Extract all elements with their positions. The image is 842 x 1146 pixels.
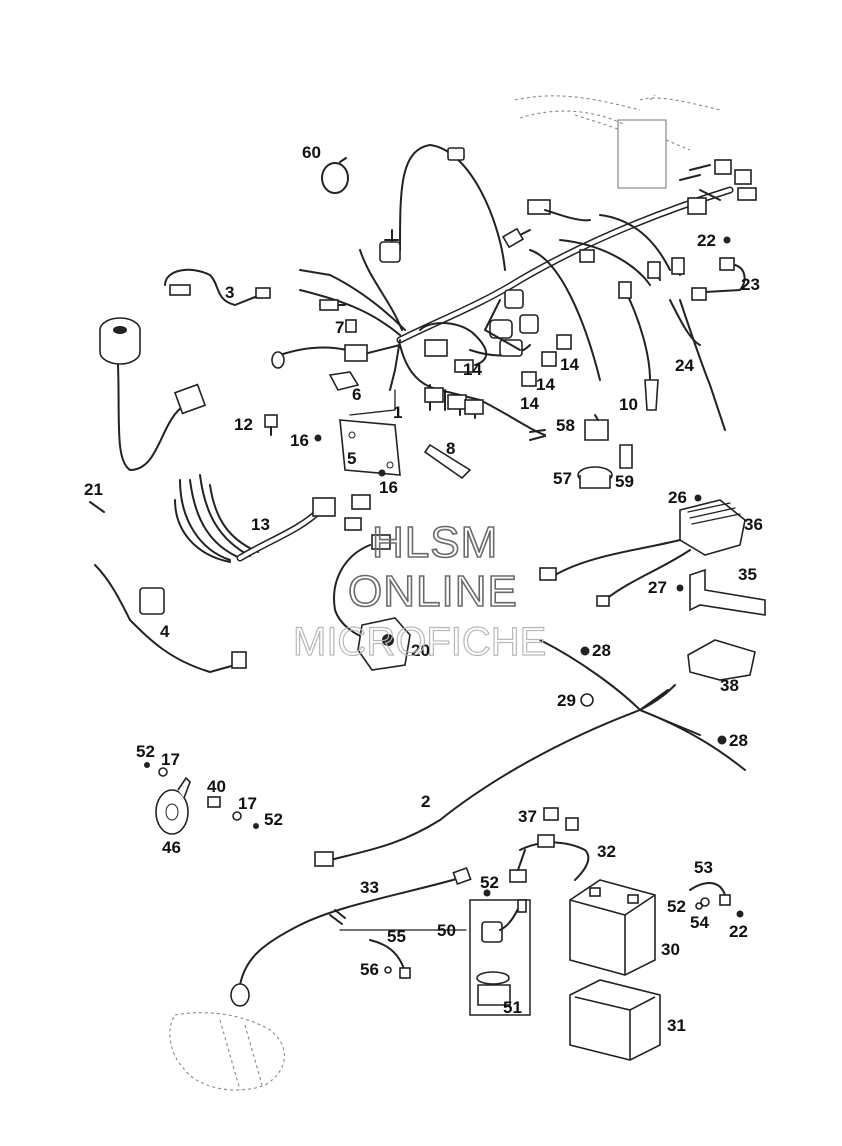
callout-labels: 60 3 7 1 6 12 16 5 8 16 14 14 14 14 22 2… <box>84 143 763 1035</box>
callout-14b: 14 <box>536 375 555 394</box>
callout-52b: 52 <box>264 810 283 829</box>
screw-21 <box>89 501 105 513</box>
callout-17a: 17 <box>161 750 180 769</box>
coil-4 <box>94 564 247 673</box>
leader-lines <box>339 389 467 931</box>
callout-16b: 16 <box>379 478 398 497</box>
callout-2: 2 <box>421 792 430 811</box>
bracket-35 <box>676 568 766 616</box>
battery-cable-33 <box>230 866 491 1007</box>
cable-tie-ring <box>321 157 349 194</box>
callout-14a: 14 <box>560 355 579 374</box>
callout-1: 1 <box>393 403 402 422</box>
callout-52c: 52 <box>480 873 499 892</box>
callout-52a: 52 <box>136 742 155 761</box>
relay-box-50-51 <box>469 899 531 1016</box>
clips-14 <box>521 334 572 387</box>
fuse-lead-32 <box>509 807 590 883</box>
main-wiring-harness <box>271 144 757 441</box>
lead-55 <box>369 939 411 979</box>
battery-box-31 <box>569 979 661 1061</box>
callout-28a: 28 <box>592 641 611 660</box>
harness-2 <box>314 639 746 867</box>
callout-38: 38 <box>720 676 739 695</box>
callout-22b: 22 <box>729 922 748 941</box>
callout-55: 55 <box>387 927 406 946</box>
callout-14d: 14 <box>463 360 482 379</box>
callout-58: 58 <box>556 416 575 435</box>
sensor-3 <box>164 268 271 306</box>
callout-13: 13 <box>251 515 270 534</box>
callout-14c: 14 <box>520 394 539 413</box>
callout-36: 36 <box>744 515 763 534</box>
callout-32: 32 <box>597 842 616 861</box>
callout-31: 31 <box>667 1016 686 1035</box>
callout-51: 51 <box>503 998 522 1017</box>
horn-fasteners <box>144 762 259 829</box>
callout-59: 59 <box>615 472 634 491</box>
callout-6: 6 <box>352 385 361 404</box>
callout-26: 26 <box>668 488 687 507</box>
callout-33: 33 <box>360 878 379 897</box>
watermark-line-1: HLSM <box>372 518 498 567</box>
callout-16a: 16 <box>290 431 309 450</box>
ghost-ecu-unit <box>514 94 721 189</box>
watermark-line-2: ONLINE <box>348 567 518 616</box>
horn-46 <box>155 776 191 835</box>
callout-54: 54 <box>690 913 709 932</box>
callout-56: 56 <box>360 960 379 979</box>
callout-57: 57 <box>553 469 572 488</box>
regulator-36 <box>539 494 746 607</box>
callout-29: 29 <box>557 691 576 710</box>
callout-46: 46 <box>162 838 181 857</box>
battery-terminal-parts <box>689 882 744 918</box>
grommets <box>580 646 727 745</box>
callout-53: 53 <box>694 858 713 877</box>
callout-52d: 52 <box>667 897 686 916</box>
watermark: HLSM ONLINE MICROFICHE <box>292 517 547 664</box>
ghost-starter-motor <box>169 1012 285 1091</box>
callout-28b: 28 <box>729 731 748 750</box>
small-parts-cluster <box>264 319 472 480</box>
right-top-parts <box>669 236 746 431</box>
callout-37: 37 <box>518 807 537 826</box>
callout-20: 20 <box>411 641 430 660</box>
callout-50: 50 <box>437 921 456 940</box>
callout-40: 40 <box>207 777 226 796</box>
callout-60: 60 <box>302 143 321 162</box>
callout-12: 12 <box>234 415 253 434</box>
callout-30: 30 <box>661 940 680 959</box>
battery-30 <box>569 879 656 976</box>
callout-4: 4 <box>160 622 170 641</box>
watermark-line-3: MICROFICHE <box>293 620 546 664</box>
callout-24: 24 <box>675 356 694 375</box>
bracket-57 <box>577 466 613 489</box>
callout-17b: 17 <box>238 794 257 813</box>
callout-8: 8 <box>446 439 455 458</box>
callout-5: 5 <box>347 449 356 468</box>
wire-bundle-13 <box>174 474 371 563</box>
callout-10: 10 <box>619 395 638 414</box>
callout-7: 7 <box>335 318 344 337</box>
callout-27: 27 <box>648 578 667 597</box>
callout-23: 23 <box>741 275 760 294</box>
plate-38 <box>687 639 756 681</box>
callout-35: 35 <box>738 565 757 584</box>
condenser-58 <box>584 414 609 441</box>
pickup-coil <box>99 317 207 471</box>
callout-3: 3 <box>225 283 234 302</box>
starter-relay-20 <box>333 534 411 671</box>
clip-59 <box>619 444 633 469</box>
sender-10 <box>618 281 659 411</box>
callout-21: 21 <box>84 480 103 499</box>
callout-22a: 22 <box>697 231 716 250</box>
